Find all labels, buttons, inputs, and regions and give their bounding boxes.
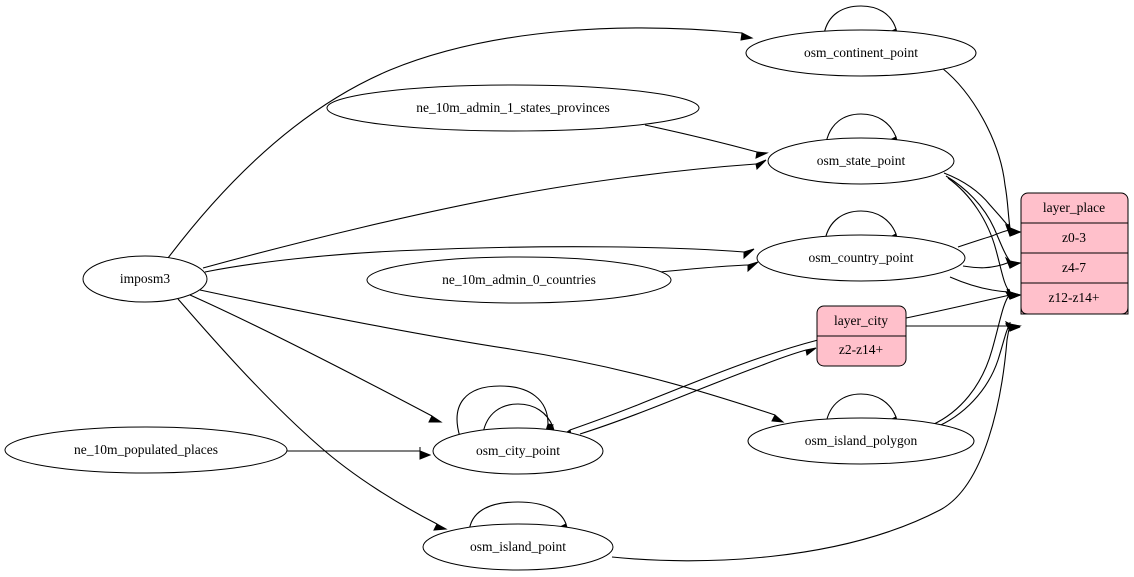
node-label: ne_10m_populated_places (74, 442, 218, 457)
node-label: osm_continent_point (804, 45, 918, 60)
record-row-z12-z14[interactable]: z12-z14+ (1048, 290, 1099, 305)
node-osm_continent_point[interactable]: osm_continent_point (745, 29, 977, 77)
node-osm_state_point[interactable]: osm_state_point (767, 137, 955, 185)
node-label: ne_10m_admin_1_states_provinces (416, 100, 609, 115)
edge-imposm3-to-osm_country_point (204, 246, 755, 273)
node-label: imposm3 (120, 271, 171, 286)
record-row-layer_city-title: layer_city (834, 313, 888, 328)
node-label: osm_country_point (809, 250, 914, 265)
record-row-z0-3[interactable]: z0-3 (1062, 230, 1086, 245)
node-osm_city_point[interactable]: osm_city_point (432, 427, 604, 475)
edge-imposm3-to-osm_island_point (177, 298, 448, 531)
edge-imposm3-to-osm_island_polygon (199, 289, 785, 423)
edge-layer_city-to-layer_place-z8-11 (905, 291, 1021, 319)
node-label: osm_island_point (470, 539, 566, 554)
node-label: osm_state_point (817, 153, 906, 168)
edge-ne_populated-to-osm_city_point (287, 447, 432, 460)
node-ne_10m_populated_places[interactable]: ne_10m_populated_places (4, 426, 288, 474)
node-label: osm_city_point (476, 443, 560, 458)
edge-osm_continent_point-to-layer_place-z0-3 (941, 67, 1022, 237)
edge-ne_countries-to-osm_country_point (659, 261, 759, 273)
node-imposm3[interactable]: imposm3 (82, 255, 208, 303)
record-node-layer_city[interactable]: layer_city z2-z14+ (816, 305, 907, 367)
record-row-z2-z14[interactable]: z2-z14+ (839, 342, 883, 357)
edge-layer (167, 5, 1022, 562)
node-label: ne_10m_admin_0_countries (442, 272, 596, 287)
edge-osm_country_point-to-layer_place-z0-3 (957, 226, 1022, 248)
node-label: osm_island_polygon (805, 433, 918, 448)
node-osm_island_polygon[interactable]: osm_island_polygon (747, 417, 975, 465)
node-osm_country_point[interactable]: osm_country_point (756, 234, 966, 282)
edge-osm_country_point-to-layer_place-z4-7 (962, 258, 1022, 269)
node-osm_island_point[interactable]: osm_island_point (422, 523, 614, 571)
node-ne_10m_admin_1_states_provinces[interactable]: ne_10m_admin_1_states_provinces (326, 84, 700, 132)
edge-osm_island_polygon-to-layer_place-z8-11 (931, 290, 1021, 426)
record-row-title: layer_place (1043, 200, 1105, 215)
record-node-layer_place-overflow[interactable]: z12-z14+ (1020, 282, 1129, 315)
edge-layer_city-to-layer_place-z12-z14 (906, 322, 1021, 332)
edge-imposm3-to-osm_state_point (202, 159, 767, 269)
node-ne_10m_admin_0_countries[interactable]: ne_10m_admin_0_countries (366, 256, 672, 304)
edge-osm_city_point-to-layer_city-z2-z14 (579, 347, 817, 435)
edge-imposm3-to-osm_city_point (189, 294, 443, 423)
node-layer: imposm3 ne_10m_admin_1_states_provinces … (4, 29, 977, 571)
edge-imposm3-to-osm_continent_point (167, 27, 754, 259)
record-row-z4-7[interactable]: z4-7 (1062, 260, 1086, 275)
edge-ne_states-to-osm_state_point (644, 124, 769, 159)
